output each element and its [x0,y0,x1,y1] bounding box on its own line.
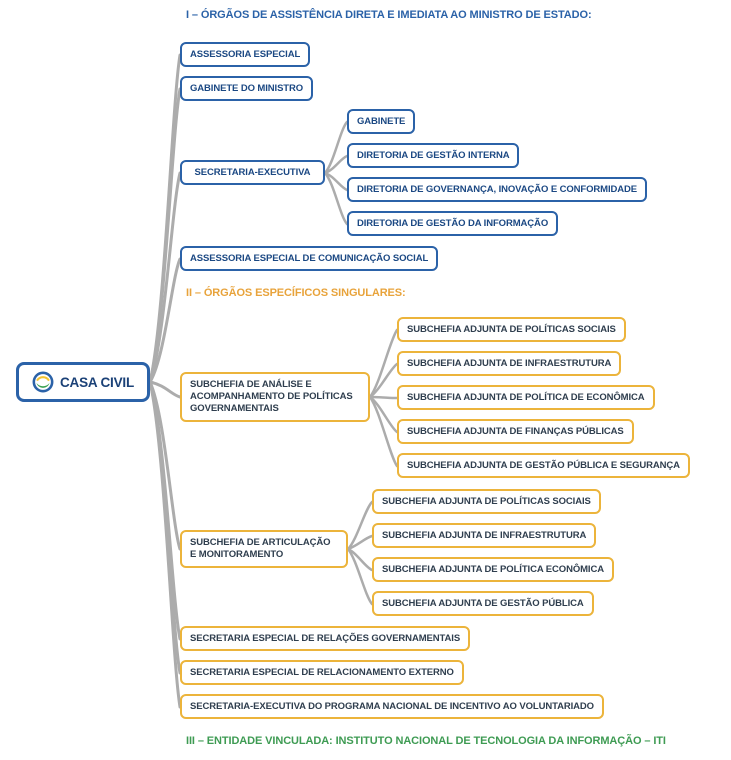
node-secretaria-relacoes-governamentais: SECRETARIA ESPECIAL DE RELAÇÕES GOVERNAM… [180,626,471,652]
node-adjunta-politica-economica-articulacao: SUBCHEFIA ADJUNTA DE POLÍTICA ECONÔMICA [372,557,614,583]
subchefia-analise-connectors [368,328,399,468]
node-assessoria-especial: ASSESSORIA ESPECIAL [180,42,311,68]
node-secretaria-executiva: SECRETARIA-EXECUTIVA [180,160,325,186]
node-adjunta-politicas-sociais-analise: SUBCHEFIA ADJUNTA DE POLÍTICAS SOCIAIS [397,317,626,343]
node-subchefia-articulacao: SUBCHEFIA DE ARTICULAÇÃO E MONITORAMENTO [180,530,348,568]
secretaria-executiva-connectors [323,120,349,226]
root-node-casa-civil: CASA CIVIL [16,362,150,402]
node-adjunta-gestao-publica-seguranca: SUBCHEFIA ADJUNTA DE GESTÃO PÚBLICA E SE… [397,453,690,479]
root-label: CASA CIVIL [59,374,134,390]
node-adjunta-gestao-publica: SUBCHEFIA ADJUNTA DE GESTÃO PÚBLICA [372,591,594,617]
node-diretoria-gestao-interna: DIRETORIA DE GESTÃO INTERNA [347,143,520,169]
section-1-title: I – ÓRGÃOS DE ASSISTÊNCIA DIRETA E IMEDI… [186,9,592,21]
node-diretoria-governanca-inovacao-conformidade: DIRETORIA DE GOVERNANÇA, INOVAÇÃO E CONF… [347,177,648,203]
node-adjunta-infraestrutura-articulacao: SUBCHEFIA ADJUNTA DE INFRAESTRUTURA [372,523,597,549]
section-3-title: III – ENTIDADE VINCULADA: INSTITUTO NACI… [186,735,666,747]
node-gabinete: GABINETE [347,109,416,135]
node-subchefia-analise: SUBCHEFIA DE ANÁLISE E ACOMPANHAMENTO DE… [180,372,370,422]
section-2-title: II – ÓRGÃOS ESPECÍFICOS SINGULARES: [186,287,406,299]
node-adjunta-politica-economica-analise: SUBCHEFIA ADJUNTA DE POLÍTICA DE ECONÔMI… [397,385,655,411]
node-gabinete-do-ministro: GABINETE DO MINISTRO [180,76,314,102]
node-adjunta-financas-publicas: SUBCHEFIA ADJUNTA DE FINANÇAS PÚBLICAS [397,419,634,445]
node-adjunta-infraestrutura-analise: SUBCHEFIA ADJUNTA DE INFRAESTRUTURA [397,351,622,377]
subchefia-articulacao-connectors [346,500,374,606]
node-assessoria-comunicacao-social: ASSESSORIA ESPECIAL DE COMUNICAÇÃO SOCIA… [180,246,439,272]
node-adjunta-politicas-sociais-articulacao: SUBCHEFIA ADJUNTA DE POLÍTICAS SOCIAIS [372,489,601,515]
node-diretoria-gestao-informacao: DIRETORIA DE GESTÃO DA INFORMAÇÃO [347,211,559,237]
node-secretaria-relacionamento-externo: SECRETARIA ESPECIAL DE RELACIONAMENTO EX… [180,660,464,686]
casa-civil-logo-icon [32,371,54,393]
node-secretaria-executiva-voluntariado: SECRETARIA-EXECUTIVA DO PROGRAMA NACIONA… [180,694,604,720]
root-connectors [148,53,182,709]
